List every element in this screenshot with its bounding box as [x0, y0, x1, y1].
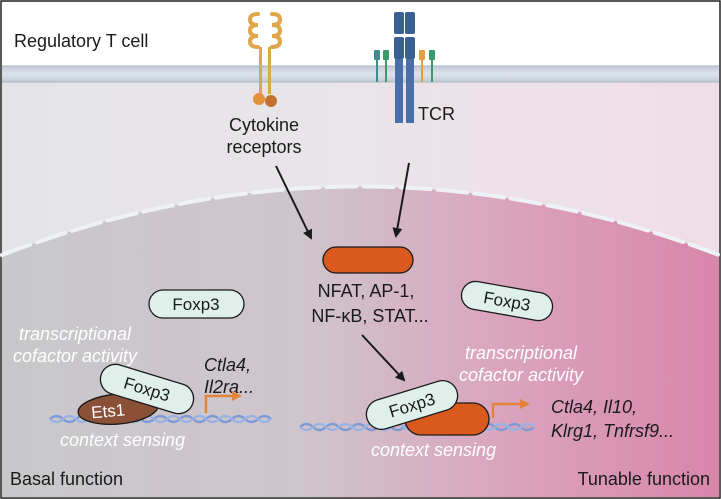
- foxp3-bound-left: Foxp3: [99, 363, 195, 415]
- left-cofactor-line1: transcriptional: [19, 324, 132, 344]
- title-label: Regulatory T cell: [14, 31, 148, 51]
- right-cofactor-line2: cofactor activity: [459, 365, 584, 385]
- cytokine-receptor-icon: [247, 12, 283, 107]
- ets1-label: Ets1: [90, 400, 126, 422]
- left-cofactor-line2: cofactor activity: [13, 346, 138, 366]
- cytokine-label-line1: Cytokine: [229, 115, 299, 135]
- activation-arrow: [361, 334, 406, 382]
- transcription-arrow-left: [204, 391, 242, 413]
- foxp3-label-free-left: Foxp3: [172, 295, 219, 314]
- tcr-complex-icon: [374, 12, 435, 123]
- foxp3-free-left: [148, 289, 245, 319]
- transcription-arrow-right: [491, 399, 530, 418]
- signal-factors-line1: NFAT, AP-1,: [318, 281, 415, 301]
- cytokine-signal-arrow: [275, 165, 312, 240]
- tcr-signal-arrow: [392, 162, 410, 238]
- left-context-label: context sensing: [60, 430, 185, 450]
- left-genes-line1: Ctla4,: [204, 355, 251, 375]
- tunable-function-label: Tunable function: [578, 469, 710, 489]
- right-genes-line2: Klrg1, Tnfrsf9...: [551, 421, 674, 441]
- right-context-label: context sensing: [371, 440, 496, 460]
- left-genes-line2: Il2ra...: [204, 377, 254, 397]
- plasma-membrane: [2, 65, 719, 83]
- foxp3-bound-right: Foxp3: [365, 379, 459, 431]
- signal-factors-line2: NF-κB, STAT...: [311, 306, 428, 326]
- cytokine-label-line2: receptors: [226, 137, 301, 157]
- foxp3-free-right: Foxp3: [460, 280, 554, 322]
- right-cofactor-line1: transcriptional: [465, 343, 578, 363]
- transcription-factor-pill: [322, 246, 414, 274]
- tcr-label: TCR: [418, 104, 455, 124]
- right-genes-line1: Ctla4, Il10,: [551, 397, 637, 417]
- basal-function-label: Basal function: [10, 469, 123, 489]
